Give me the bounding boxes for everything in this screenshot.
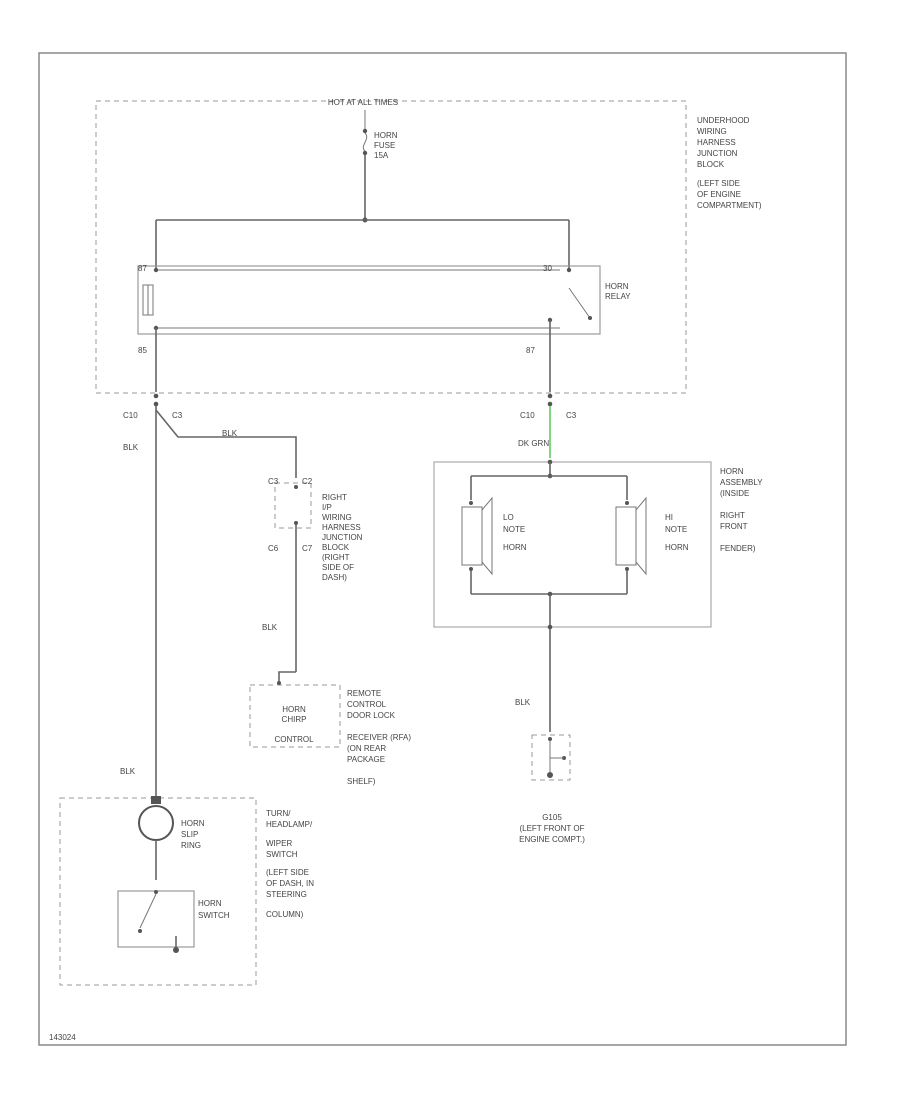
ujb-label-2: WIRING bbox=[697, 127, 727, 136]
rjb-label-5: JUNCTION bbox=[322, 533, 363, 542]
ujb-label-8: COMPARTMENT) bbox=[697, 201, 762, 210]
remote-label-2: CONTROL bbox=[347, 700, 387, 709]
remote-label-5: (ON REAR bbox=[347, 744, 386, 753]
horn-assembly-label-4: RIGHT bbox=[720, 511, 745, 520]
horn-switch-box bbox=[117, 890, 195, 948]
turn-switch-label-4: SWITCH bbox=[266, 850, 298, 859]
relay-label-1: HORN bbox=[605, 282, 629, 291]
switch-ground-icon bbox=[173, 947, 179, 953]
horn-chirp-label-3: CONTROL bbox=[274, 735, 314, 744]
rjb-conn-top-right: C2 bbox=[302, 477, 313, 486]
fuse-label-3: 15A bbox=[374, 151, 389, 160]
ujb-label-6: (LEFT SIDE bbox=[697, 179, 740, 188]
ground-label-2: (LEFT FRONT OF bbox=[519, 824, 584, 833]
right-ip-junction-block bbox=[274, 482, 312, 529]
ujb-label-1: UNDERHOOD bbox=[697, 116, 750, 125]
left-connector-c3: C3 bbox=[172, 411, 183, 420]
ujb-label-3: HARNESS bbox=[697, 138, 736, 147]
right-connector-c3: C3 bbox=[566, 411, 577, 420]
turn-switch-label-6: OF DASH, IN bbox=[266, 879, 314, 888]
left-wire-color-blk: BLK bbox=[123, 443, 139, 452]
rjb-conn-top-left: C3 bbox=[268, 477, 279, 486]
horn-chirp-label-2: CHIRP bbox=[282, 715, 307, 724]
turn-switch-label-1: TURN/ bbox=[266, 809, 291, 818]
ujb-label-4: JUNCTION bbox=[697, 149, 738, 158]
slip-ring-label-2: SLIP bbox=[181, 830, 198, 839]
branch-wire-color-blk: BLK bbox=[222, 429, 238, 438]
hot-at-all-times-label: HOT AT ALL TIMES bbox=[328, 98, 398, 107]
remote-label-7: SHELF) bbox=[347, 777, 376, 786]
ground-icon bbox=[547, 772, 553, 778]
rjb-label-6: BLOCK bbox=[322, 543, 350, 552]
rjb-label-4: HARNESS bbox=[322, 523, 361, 532]
relay-pin-top-left: 87 bbox=[138, 264, 147, 273]
remote-label-4: RECEIVER (RFA) bbox=[347, 733, 411, 742]
horn-assembly-label-5: FRONT bbox=[720, 522, 748, 531]
lo-horn-label-1: LO bbox=[503, 513, 514, 522]
horn-fuse bbox=[362, 132, 368, 152]
turn-switch-label-8: COLUMN) bbox=[266, 910, 304, 919]
turn-headlamp-wiper-switch-boundary bbox=[59, 797, 257, 986]
dk-grn-wire-label: DK GRN bbox=[518, 439, 549, 448]
ujb-label-7: OF ENGINE bbox=[697, 190, 741, 199]
relay-contact bbox=[568, 287, 591, 319]
ujb-label-5: BLOCK bbox=[697, 160, 725, 169]
rjb-label-2: I/P bbox=[322, 503, 332, 512]
ground-g105-box bbox=[531, 734, 571, 781]
remote-label-6: PACKAGE bbox=[347, 755, 385, 764]
turn-switch-label-2: HEADLAMP/ bbox=[266, 820, 313, 829]
rjb-conn-bottom-right: C7 bbox=[302, 544, 313, 553]
horn-assembly-label-3: (INSIDE bbox=[720, 489, 749, 498]
horn-switch-label-2: SWITCH bbox=[198, 911, 230, 920]
horn-chirp-label-1: HORN bbox=[282, 705, 306, 714]
diagram-border bbox=[38, 52, 847, 1046]
ground-label-3: ENGINE COMPT.) bbox=[519, 835, 585, 844]
horn-relay-box bbox=[137, 265, 601, 335]
hi-horn-label-2: NOTE bbox=[665, 525, 687, 534]
fuse-label-1: HORN bbox=[374, 131, 398, 140]
right-connector-c10: C10 bbox=[520, 411, 535, 420]
lo-horn-label-2: NOTE bbox=[503, 525, 525, 534]
rjb-label-7: (RIGHT bbox=[322, 553, 350, 562]
relay-pin-bottom-left: 85 bbox=[138, 346, 147, 355]
relay-label-2: RELAY bbox=[605, 292, 631, 301]
remote-wire-color-blk: BLK bbox=[262, 623, 278, 632]
relay-pin-bottom-right: 87 bbox=[526, 346, 535, 355]
horn-assembly-label-1: HORN bbox=[720, 467, 744, 476]
horn-switch-label-1: HORN bbox=[198, 899, 222, 908]
horn-slip-ring-icon bbox=[138, 805, 174, 841]
lo-horn-label-3: HORN bbox=[503, 543, 527, 552]
horn-assembly-label-2: ASSEMBLY bbox=[720, 478, 763, 487]
rjb-label-1: RIGHT bbox=[322, 493, 347, 502]
horn-chirp-control-box bbox=[249, 684, 341, 748]
hi-note-horn-icon bbox=[615, 496, 647, 576]
rjb-conn-bottom-left: C6 bbox=[268, 544, 279, 553]
lo-note-horn-icon bbox=[461, 496, 493, 576]
horn-assembly-box bbox=[433, 461, 712, 628]
turn-switch-label-7: STEERING bbox=[266, 890, 307, 899]
turn-switch-label-3: WIPER bbox=[266, 839, 292, 848]
ground-label-1: G105 bbox=[542, 813, 562, 822]
remote-label-1: REMOTE bbox=[347, 689, 381, 698]
hi-horn-label-3: HORN bbox=[665, 543, 689, 552]
rjb-label-9: DASH) bbox=[322, 573, 347, 582]
fuse-label-2: FUSE bbox=[374, 141, 395, 150]
hi-horn-label-1: HI bbox=[665, 513, 673, 522]
slip-ring-wire-color-blk: BLK bbox=[120, 767, 136, 776]
horn-assembly-label-6: FENDER) bbox=[720, 544, 756, 553]
horn-switch-contact bbox=[139, 893, 157, 929]
remote-label-3: DOOR LOCK bbox=[347, 711, 396, 720]
ground-wire-color-blk: BLK bbox=[515, 698, 531, 707]
slip-ring-label-1: HORN bbox=[181, 819, 205, 828]
rjb-label-8: SIDE OF bbox=[322, 563, 354, 572]
slip-ring-label-3: RING bbox=[181, 841, 201, 850]
relay-pin-top-right: 30 bbox=[543, 264, 552, 273]
turn-switch-label-5: (LEFT SIDE bbox=[266, 868, 309, 877]
reference-code: 143024 bbox=[49, 1033, 76, 1042]
rjb-label-3: WIRING bbox=[322, 513, 352, 522]
left-connector-c10: C10 bbox=[123, 411, 138, 420]
